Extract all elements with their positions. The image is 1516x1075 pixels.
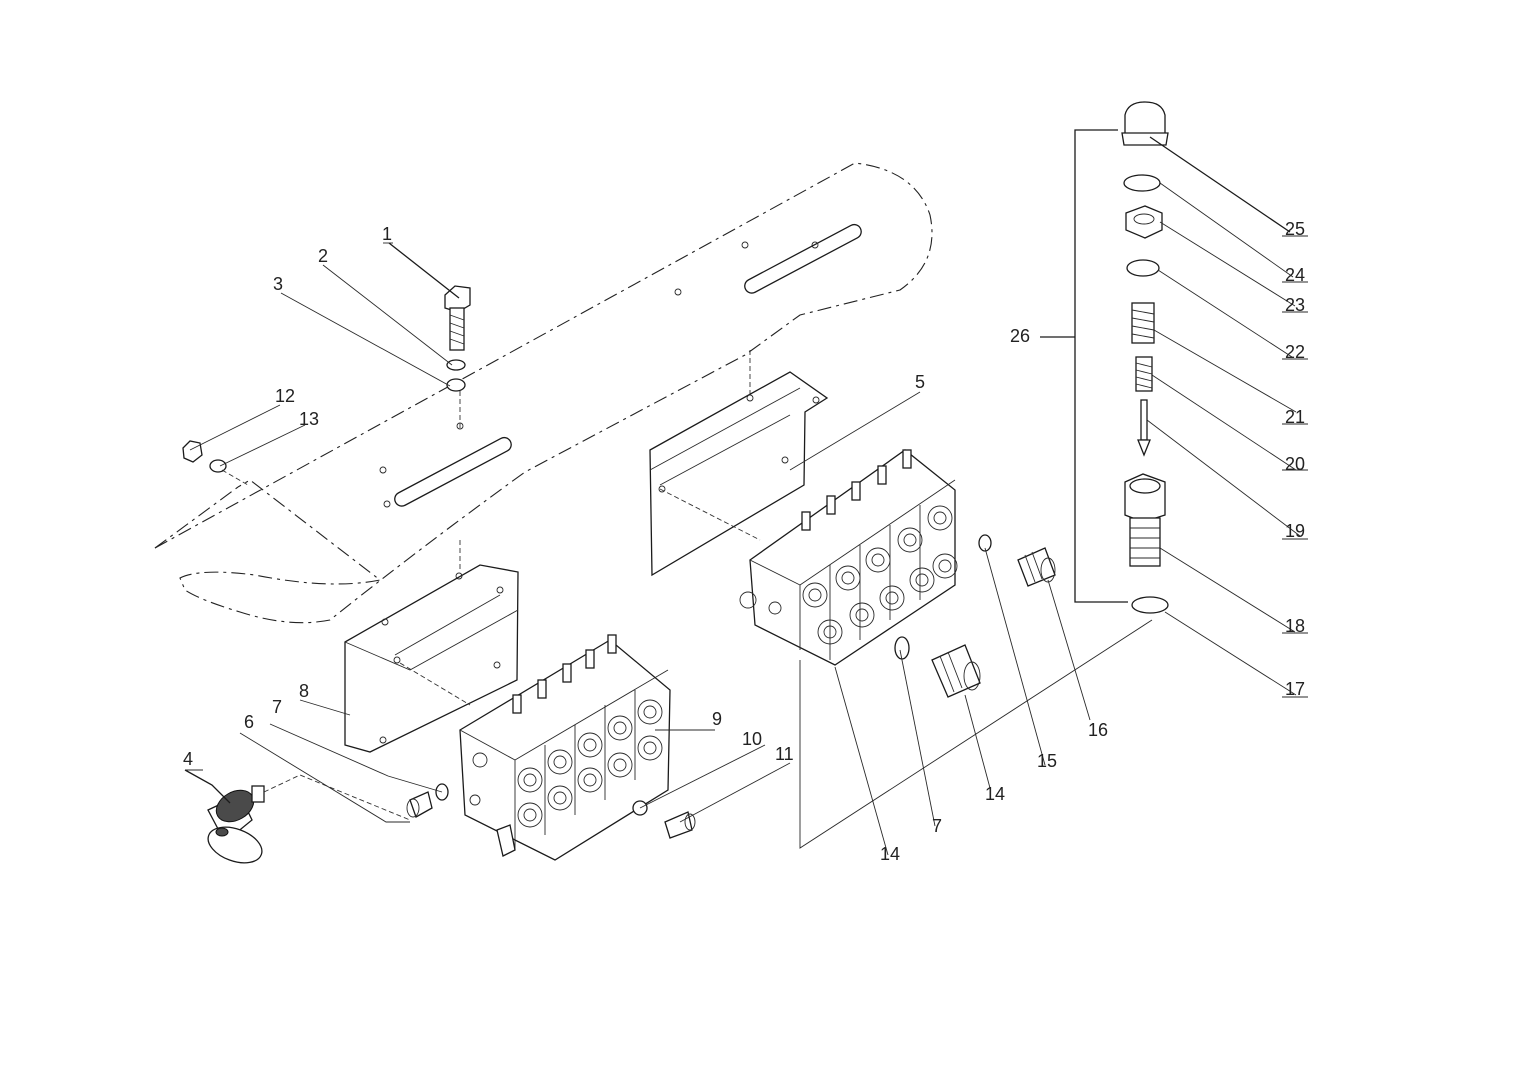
valve-bank-left (459, 634, 671, 861)
callout-7-left: 7 (272, 697, 282, 717)
part-25-cap (1121, 101, 1169, 146)
callout-12: 12 (275, 386, 295, 406)
bracket-8 (344, 564, 519, 753)
part-12-nut (182, 440, 203, 463)
callout-7-right: 7 (932, 816, 942, 836)
callout-11: 11 (775, 744, 794, 764)
part-19-pin (1137, 399, 1151, 457)
part-4-knob (207, 774, 411, 864)
plate-slot-left (394, 436, 512, 507)
callout-25: 25 (1285, 219, 1305, 239)
part-21-spring-large (1131, 302, 1155, 344)
part-11-screw (664, 811, 696, 839)
callout-23: 23 (1285, 295, 1305, 315)
part-23-nut (1125, 205, 1163, 239)
part-20-spring-small (1135, 356, 1153, 392)
callout-13: 13 (299, 409, 319, 429)
part-3-washer (446, 378, 466, 392)
valve-ports-left (517, 699, 663, 828)
callout-2: 2 (318, 246, 328, 266)
callout-17: 17 (1285, 679, 1305, 699)
callout-3: 3 (273, 274, 283, 294)
part-22-washer (1126, 259, 1160, 277)
bracket-5 (649, 371, 829, 577)
callout-6: 6 (244, 712, 254, 732)
part-24-washer (1123, 174, 1161, 192)
callout-20: 20 (1285, 454, 1305, 474)
part-18-body (1124, 473, 1166, 567)
part-13-washer (209, 459, 227, 473)
callout-24: 24 (1285, 265, 1305, 285)
part-17-washer (1131, 596, 1169, 614)
callout-26: 26 (1010, 326, 1030, 346)
part-1-bolt (444, 285, 471, 351)
part-7-oring-right (894, 636, 910, 660)
callout-18: 18 (1285, 616, 1305, 636)
callout-4: 4 (183, 749, 193, 769)
callout-1: 1 (382, 224, 392, 244)
valve-spools-left (512, 634, 617, 714)
part-6-fitting (406, 791, 433, 818)
plate-slot-right (744, 223, 862, 294)
callout-22: 22 (1285, 342, 1305, 362)
callout-8: 8 (299, 681, 309, 701)
callout-9: 9 (712, 709, 722, 729)
valve-spools-right (801, 449, 912, 531)
callout-21: 21 (1285, 407, 1305, 427)
callout-labels: 1 2 3 4 5 6 7 7 8 9 10 11 12 13 14 14 15… (183, 219, 1305, 864)
callout-14-upper: 14 (985, 784, 1005, 804)
callout-15: 15 (1037, 751, 1057, 771)
callout-10: 10 (742, 729, 762, 749)
leader-lines (184, 136, 1308, 856)
group-bracket-26 (1074, 129, 1128, 603)
callout-5: 5 (915, 372, 925, 392)
callout-16: 16 (1088, 720, 1108, 740)
part-2-washer (446, 359, 466, 371)
part-16-fitting (1017, 547, 1056, 587)
callout-14-lower: 14 (880, 844, 900, 864)
callout-19: 19 (1285, 521, 1305, 541)
relief-valve-assembly (1040, 101, 1169, 614)
valve-bank-right (739, 449, 958, 666)
valve-ports-right (802, 505, 958, 645)
part-15-oring (978, 534, 992, 552)
part-14-fitting (931, 644, 981, 698)
